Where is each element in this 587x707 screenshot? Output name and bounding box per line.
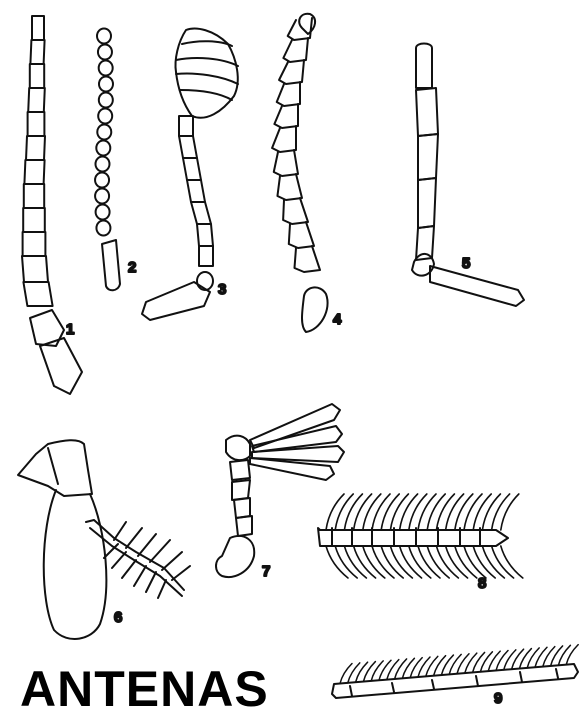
bristle [501,546,523,578]
antenna-2-moniliform [95,29,120,291]
scape [102,240,120,290]
bead-segment [96,141,110,156]
segment [26,136,45,160]
bead-segment [99,77,113,92]
antenna-8-bristles [326,494,523,578]
bead-segment [97,125,111,140]
segment [179,136,197,158]
bead-segment [95,173,109,188]
label-4: 4 [333,311,342,328]
bead-segment [95,189,109,204]
bead-segment [96,221,110,236]
serrate-segment [283,38,308,62]
segment [183,158,201,180]
serrate-segment [274,104,298,128]
label-3: 3 [218,281,226,298]
serrate-segment [274,150,298,176]
segment [30,64,44,88]
antenna-4-serrate [272,14,328,332]
serrate-segment [277,174,302,200]
bead-segment [99,61,113,76]
segment [191,202,211,224]
segment [24,160,44,184]
serrate-segment [283,198,308,224]
antenna-7-lamellate [216,404,344,577]
antenna-9-bristles [340,645,578,684]
segment [187,180,205,202]
serrate-segment [277,82,300,106]
scape [302,287,328,332]
segment [179,116,193,136]
segment [23,232,46,256]
bead-segment [95,157,109,172]
serrate-segment [289,222,314,248]
segment [22,256,48,282]
bead-segment [97,29,111,44]
segment [30,40,44,64]
serrate-segment [279,60,304,84]
serrate-segment [294,246,320,272]
label-7: 7 [262,563,270,580]
segment [23,282,52,306]
apical-segment [299,14,315,34]
serrate-segment [272,126,296,152]
label-2: 2 [128,259,136,276]
label-6: 6 [114,609,122,626]
bead-segment [98,45,112,60]
scape [40,338,82,394]
antenna-6-aristate [18,440,190,639]
segment [28,112,45,136]
label-9: 9 [494,690,502,707]
label-1: 1 [66,321,74,338]
antenna-3-segments [179,116,213,266]
bead-segment [99,93,113,108]
segment [197,224,213,246]
bristle [501,494,519,530]
antenna-8-pectinate [318,528,508,546]
page-title: ANTENAS [20,664,269,707]
bristle [340,664,352,684]
bead-segment [98,109,112,124]
label-8: 8 [478,575,486,592]
segment [24,184,44,208]
segment [28,88,45,112]
bead-segment [96,205,110,220]
label-5: 5 [462,255,470,272]
antenna-3-clavate [142,29,238,320]
segment [23,208,45,232]
segment [32,16,44,40]
segment [199,246,213,266]
